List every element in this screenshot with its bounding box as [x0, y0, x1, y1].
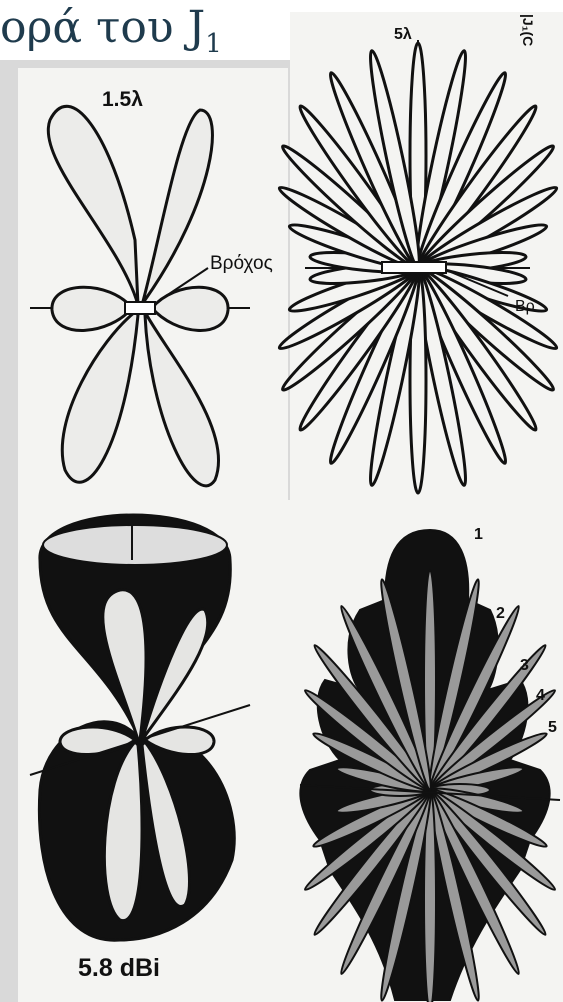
pattern-5-lambda: [275, 40, 560, 493]
loop-element: [125, 302, 155, 314]
pattern-1-5-lambda: [30, 106, 250, 486]
lobe: [48, 106, 138, 305]
lobe: [142, 110, 212, 305]
top-right-edge-label: |J₁(C: [520, 14, 536, 46]
pattern-3d-numbered: [300, 530, 560, 1002]
pattern-1-5-label: 1.5λ: [102, 88, 143, 112]
lobe-number-2: 2: [496, 605, 505, 623]
lobe-number-3: 3: [520, 657, 529, 675]
pattern-3d: [30, 515, 250, 940]
lobe: [145, 312, 219, 486]
lobe: [152, 287, 228, 330]
loop-element: [382, 262, 446, 273]
pattern-5-callout: Βρ: [515, 298, 535, 316]
lobe-number-5: 5: [548, 719, 557, 737]
torus-rim: [43, 525, 227, 565]
pattern-3d-label: 5.8 dBi: [78, 954, 160, 983]
lobe-number-4: 4: [536, 687, 545, 705]
pattern-5-label: 5λ: [394, 26, 412, 44]
lobe: [62, 312, 138, 482]
pattern-1-5-callout: Βρόχος: [210, 253, 273, 275]
lobe-number-1: 1: [474, 526, 483, 544]
